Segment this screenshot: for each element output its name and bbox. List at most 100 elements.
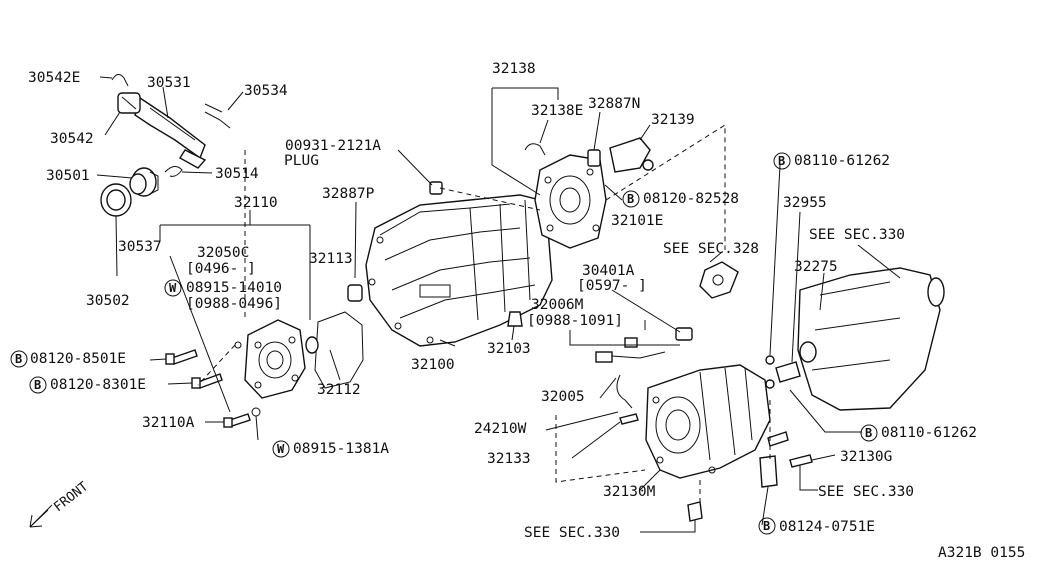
label-32138E: 32138E [531, 103, 583, 119]
collar-32887P [347, 284, 363, 302]
bolt-08110-61262-top [765, 355, 775, 365]
svg-text:W: W [277, 442, 285, 456]
adapter-plate [534, 154, 607, 249]
pivot-ball [117, 92, 141, 114]
label-32887N: 32887N [588, 96, 640, 112]
b-symbol: B [860, 424, 878, 442]
svg-text:B: B [34, 378, 41, 392]
label-see-sec-330-bottom: SEE SEC.330 [524, 525, 620, 541]
label-30501: 30501 [46, 168, 90, 184]
svg-text:B: B [778, 154, 785, 168]
front-direction-indicator: FRONT [29, 479, 91, 528]
label-32006M-range: [0988-1091] [527, 313, 623, 329]
label-32955: 32955 [783, 195, 827, 211]
label-see-sec-328: SEE SEC.328 [663, 241, 759, 257]
svg-text:B: B [627, 192, 634, 206]
bolt-group-right [767, 431, 789, 447]
label-08120-8501E: 08120-8501E [30, 351, 126, 367]
label-32113: 32113 [309, 251, 353, 267]
label-32130G: 32130G [840, 449, 892, 465]
b-symbol: B [10, 350, 28, 368]
label-32133: 32133 [487, 451, 531, 467]
label-32050C: 32050C [197, 245, 249, 261]
b-symbol: B [29, 376, 47, 394]
harness-24210W [616, 374, 633, 409]
retainer-clip [111, 74, 129, 87]
transmission-case [645, 364, 771, 479]
release-bearing [129, 167, 159, 197]
switch-30401A [699, 261, 739, 299]
label-see-sec-330-mid: SEE SEC.330 [818, 484, 914, 500]
pin-32138E [524, 143, 546, 156]
label-32275: 32275 [794, 259, 838, 275]
label-32103: 32103 [487, 341, 531, 357]
label-32005: 32005 [541, 389, 585, 405]
label-32101E: 32101E [611, 213, 663, 229]
alignment-lines [197, 124, 771, 505]
label-32887P: 32887P [322, 186, 375, 202]
svg-text:B: B [865, 426, 872, 440]
rear-extension [797, 267, 945, 411]
label-30401A-range: [0597- ] [577, 278, 647, 294]
bolt-32110A [223, 413, 251, 428]
front-cover-gasket [314, 311, 364, 389]
label-00931-2121A: 00931-2121A [285, 138, 381, 154]
circled-symbols: B B W W B B B B [10, 152, 878, 535]
washer-08915-1381A [251, 407, 261, 417]
label-30542E: 30542E [28, 70, 80, 86]
label-32139: 32139 [651, 112, 695, 128]
return-spring [204, 103, 231, 129]
label-32110A: 32110A [142, 415, 195, 431]
bolt-32130G [789, 454, 813, 468]
bolt-08120-8301E [191, 373, 223, 389]
clutch-housing [365, 194, 553, 347]
label-30537: 30537 [118, 239, 162, 255]
label-30531: 30531 [147, 75, 191, 91]
label-32110: 32110 [234, 195, 278, 211]
label-08124-0751E: 08124-0751E [779, 519, 875, 535]
label-30502: 30502 [86, 293, 130, 309]
label-see-sec-330-top: SEE SEC.330 [809, 227, 905, 243]
b-symbol: B [773, 152, 791, 170]
oil-seal [100, 183, 132, 217]
label-30534: 30534 [244, 83, 288, 99]
label-32006M: 32006M [531, 297, 584, 313]
w-symbol: W [272, 440, 290, 458]
breather [507, 311, 523, 327]
label-08915-14010-range: [0988-0496] [186, 296, 282, 312]
svg-text:B: B [763, 519, 770, 533]
washer-08915-14010 [234, 341, 242, 349]
label-08110-61262-bottom: 08110-61262 [881, 425, 977, 441]
svg-text:W: W [169, 281, 177, 295]
diagram-id: A321B 0155 [938, 545, 1025, 561]
front-cover [244, 319, 306, 399]
label-30514: 30514 [215, 166, 259, 182]
label-08120-8301E: 08120-8301E [50, 377, 146, 393]
label-32112: 32112 [317, 382, 361, 398]
bolt-08110-61262-bottom [765, 379, 775, 389]
bracket-32955 [775, 361, 801, 383]
label-32138: 32138 [492, 61, 536, 77]
label-08915-14010: 08915-14010 [186, 280, 282, 296]
label-32100: 32100 [411, 357, 455, 373]
label-30542: 30542 [50, 131, 94, 147]
bushing-32887N [587, 149, 601, 167]
bolt-see-sec-330-bottom [687, 501, 703, 522]
front-seal [305, 336, 319, 354]
bracket-32139 [609, 137, 651, 173]
label-32050C-range: [0496- ] [186, 261, 256, 277]
label-32130M: 32130M [603, 484, 656, 500]
part-32133 [619, 413, 639, 425]
b-symbol: B [622, 190, 640, 208]
label-08915-1381A: 08915-1381A [293, 441, 389, 457]
sensor-32006M [675, 327, 693, 341]
label-plug: PLUG [284, 153, 319, 169]
label-08120-82528: 08120-82528 [643, 191, 739, 207]
svg-text:B: B [15, 352, 22, 366]
label-30401A: 30401A [582, 263, 635, 279]
bolt-08120-82528 [642, 159, 654, 171]
bearing-clip [164, 166, 183, 177]
callout-labels: 30542E 30531 30534 30542 30501 30514 321… [28, 61, 1025, 561]
connector-32005 [595, 337, 666, 363]
release-fork [134, 96, 207, 169]
